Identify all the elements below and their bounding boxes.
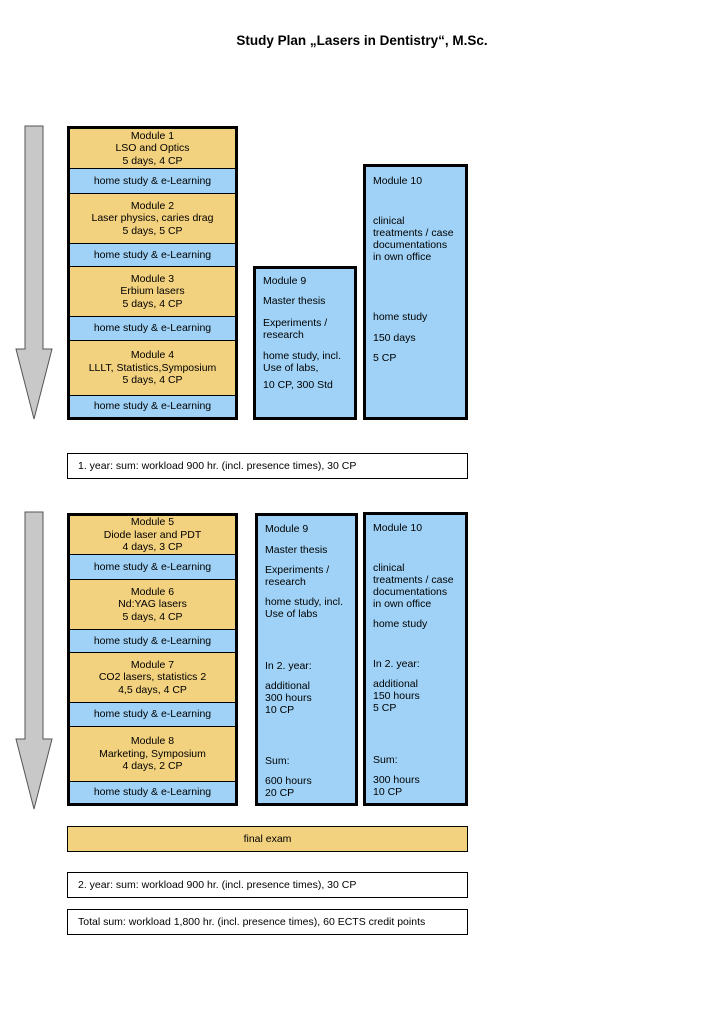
- timeline-arrow-year2: [15, 511, 53, 810]
- home-study-3: home study & e-Learning: [70, 316, 235, 341]
- year2-module-10: Module 10 clinical treatments / case doc…: [363, 512, 468, 806]
- year2-module-9: Module 9 Master thesis Experiments / res…: [255, 513, 358, 806]
- module-2: Module 2 Laser physics, caries drag 5 da…: [70, 194, 235, 243]
- home-study-4: home study & e-Learning: [70, 395, 235, 417]
- timeline-arrow-year1: [15, 125, 53, 420]
- module-7: Module 7 CO2 lasers, statistics 2 4,5 da…: [70, 653, 235, 702]
- module-5: Module 5 Diode laser and PDT 4 days, 3 C…: [70, 516, 235, 554]
- module-8: Module 8 Marketing, Symposium 4 days, 2 …: [70, 727, 235, 781]
- year1-module-10: Module 10 clinical treatments / case doc…: [363, 164, 468, 420]
- page-title: Study Plan „Lasers in Dentistry“, M.Sc.: [236, 33, 488, 48]
- year1-module-stack: Module 1 LSO and Optics 5 days, 4 CP hom…: [67, 126, 238, 420]
- year1-summary: 1. year: sum: workload 900 hr. (incl. pr…: [67, 453, 468, 479]
- module-4: Module 4 LLLT, Statistics,Symposium 5 da…: [70, 341, 235, 395]
- year2-module-stack: Module 5 Diode laser and PDT 4 days, 3 C…: [67, 513, 238, 806]
- year1-module-9: Module 9 Master thesis Experiments / res…: [253, 266, 357, 420]
- module-1: Module 1 LSO and Optics 5 days, 4 CP: [70, 129, 235, 168]
- year2-summary: 2. year: sum: workload 900 hr. (incl. pr…: [67, 872, 468, 898]
- final-exam: final exam: [67, 826, 468, 852]
- home-study-5: home study & e-Learning: [70, 554, 235, 580]
- total-summary: Total sum: workload 1,800 hr. (incl. pre…: [67, 909, 468, 935]
- home-study-1: home study & e-Learning: [70, 168, 235, 194]
- module-3: Module 3 Erbium lasers 5 days, 4 CP: [70, 267, 235, 316]
- home-study-8: home study & e-Learning: [70, 781, 235, 803]
- home-study-7: home study & e-Learning: [70, 702, 235, 727]
- home-study-2: home study & e-Learning: [70, 243, 235, 267]
- home-study-6: home study & e-Learning: [70, 629, 235, 653]
- module-6: Module 6 Nd:YAG lasers 5 days, 4 CP: [70, 580, 235, 629]
